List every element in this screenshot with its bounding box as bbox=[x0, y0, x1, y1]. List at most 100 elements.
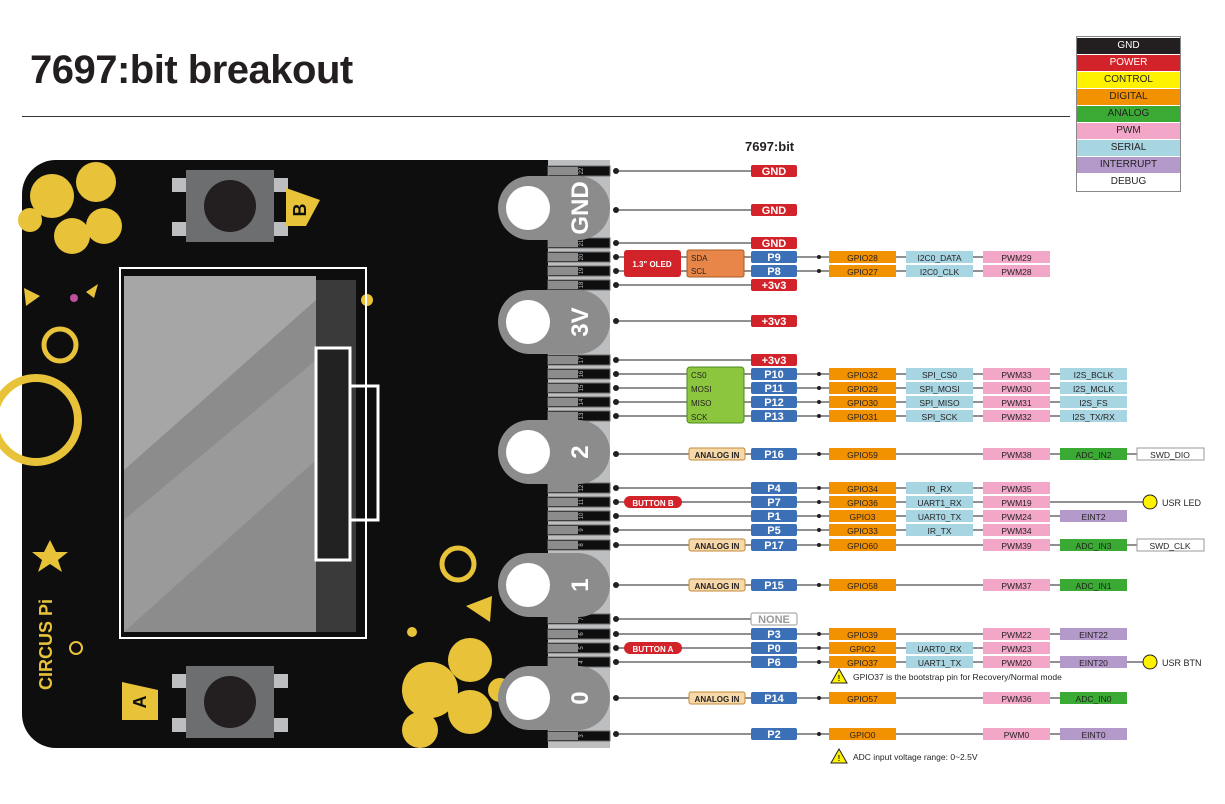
edge-strip-gold bbox=[548, 398, 578, 406]
serial-label-box bbox=[906, 642, 973, 654]
scl-tag: SCL bbox=[691, 267, 707, 276]
gpio-box bbox=[829, 579, 896, 591]
pin-name: P15 bbox=[764, 580, 784, 592]
spi-tag: SCK bbox=[691, 413, 708, 422]
serial-label: UART0_TX bbox=[918, 512, 962, 522]
pin-name: P11 bbox=[765, 383, 784, 395]
gpio-box bbox=[829, 382, 896, 394]
gpio-box bbox=[829, 482, 896, 494]
indicator-icon bbox=[1142, 494, 1158, 510]
legend-item-gnd: GND bbox=[1077, 38, 1180, 54]
pin-label-box bbox=[751, 448, 797, 460]
pad-hole bbox=[506, 563, 550, 607]
pwm-label: PWM32 bbox=[1001, 412, 1032, 422]
button-tag bbox=[624, 496, 682, 508]
legend-item-analog: ANALOG bbox=[1077, 106, 1180, 122]
i2s-label-box bbox=[1060, 368, 1127, 380]
pwm-label-box bbox=[983, 368, 1050, 380]
i2s-label: I2S_BCLK bbox=[1074, 370, 1114, 380]
gpio-label: GPIO28 bbox=[847, 253, 878, 263]
pin-label-box bbox=[751, 204, 797, 216]
button-a-switch bbox=[172, 666, 288, 738]
analog-in-tag bbox=[688, 578, 746, 592]
edge-strip-gold bbox=[548, 615, 578, 623]
serial-label-box bbox=[906, 410, 973, 422]
gpio-box bbox=[829, 368, 896, 380]
pin-label-box bbox=[751, 579, 797, 591]
serial-label: IR_RX bbox=[927, 484, 952, 494]
pad-label: GND bbox=[567, 181, 594, 234]
pwm-label: PWM29 bbox=[1001, 253, 1032, 263]
edge-strip-gold bbox=[548, 498, 578, 506]
pwm-label-box bbox=[983, 410, 1050, 422]
edge-strip-gold bbox=[548, 526, 578, 534]
pin-row-3v3: +3v3 bbox=[613, 315, 797, 328]
pad-label: 3V bbox=[567, 307, 594, 336]
pin-row-3v3: +3v3 bbox=[613, 354, 797, 367]
pin-label-box bbox=[751, 265, 797, 277]
edge-number: 14 bbox=[579, 398, 585, 405]
spi-tag: MOSI bbox=[691, 385, 711, 394]
pin-label-box bbox=[751, 656, 797, 668]
edge-strip-gold bbox=[548, 370, 578, 378]
edge-strip-gold bbox=[548, 253, 578, 261]
debug-label: SWD_CLK bbox=[1149, 541, 1190, 551]
edge-strip-gold bbox=[548, 239, 578, 247]
adc-label-box bbox=[1060, 539, 1127, 551]
adc-label-box bbox=[1060, 579, 1127, 591]
gpio-label: GPIO34 bbox=[847, 484, 878, 494]
pin-label-box bbox=[751, 410, 797, 422]
analog-in-tag bbox=[688, 538, 746, 552]
pin-name: P0 bbox=[767, 643, 780, 655]
edge-strip-gold bbox=[548, 630, 578, 638]
analog-in-text: ANALOG IN bbox=[695, 451, 740, 460]
legend-item-power: POWER bbox=[1077, 55, 1180, 71]
pin-label-box bbox=[751, 510, 797, 522]
pin-row-3v3: +3v3 bbox=[613, 279, 797, 292]
adc-label: ADC_IN3 bbox=[1076, 541, 1112, 551]
oled-display bbox=[119, 267, 380, 639]
pad-label: 0 bbox=[567, 691, 594, 704]
edge-strip-gold bbox=[548, 732, 578, 740]
gpio-label: GPIO59 bbox=[847, 450, 878, 460]
eint-label: EINT2 bbox=[1081, 512, 1105, 522]
pin-name: P5 bbox=[767, 525, 780, 537]
edge-strip-gold bbox=[548, 412, 578, 420]
edge-number: 21 bbox=[579, 239, 585, 246]
gpio-label: GPIO30 bbox=[847, 398, 878, 408]
pwm-label-box bbox=[983, 496, 1050, 508]
edge-number: 4 bbox=[579, 660, 585, 664]
serial-label-box bbox=[906, 251, 973, 263]
legend-item-serial: SERIAL bbox=[1077, 140, 1180, 156]
pin-label-box bbox=[750, 612, 798, 626]
pin-name: P4 bbox=[767, 483, 781, 495]
pin-name: P9 bbox=[767, 252, 780, 264]
adc-label-box bbox=[1060, 692, 1127, 704]
pin-label-box bbox=[751, 354, 797, 366]
analog-in-text: ANALOG IN bbox=[695, 582, 740, 591]
pin-label-box bbox=[751, 482, 797, 494]
notes: !GPIO37 is the bootstrap pin for Recover… bbox=[830, 667, 1062, 764]
pin-label-box bbox=[751, 524, 797, 536]
serial-label-box bbox=[906, 656, 973, 668]
button-tag-text: BUTTON A bbox=[633, 645, 674, 654]
edge-connector: 222120191817161514131211109876543GND3V21… bbox=[498, 160, 611, 748]
warning-icon bbox=[830, 667, 848, 684]
debug-label: SWD_DIO bbox=[1150, 450, 1190, 460]
pwm-label-box bbox=[983, 642, 1050, 654]
legend-item-interrupt: INTERRUPT bbox=[1077, 157, 1180, 173]
gpio-label: GPIO36 bbox=[847, 498, 878, 508]
gpio-label: GPIO31 bbox=[847, 412, 878, 422]
serial-label-box bbox=[906, 382, 973, 394]
svg-text:!: ! bbox=[838, 674, 841, 683]
edge-strip-gold bbox=[548, 512, 578, 520]
